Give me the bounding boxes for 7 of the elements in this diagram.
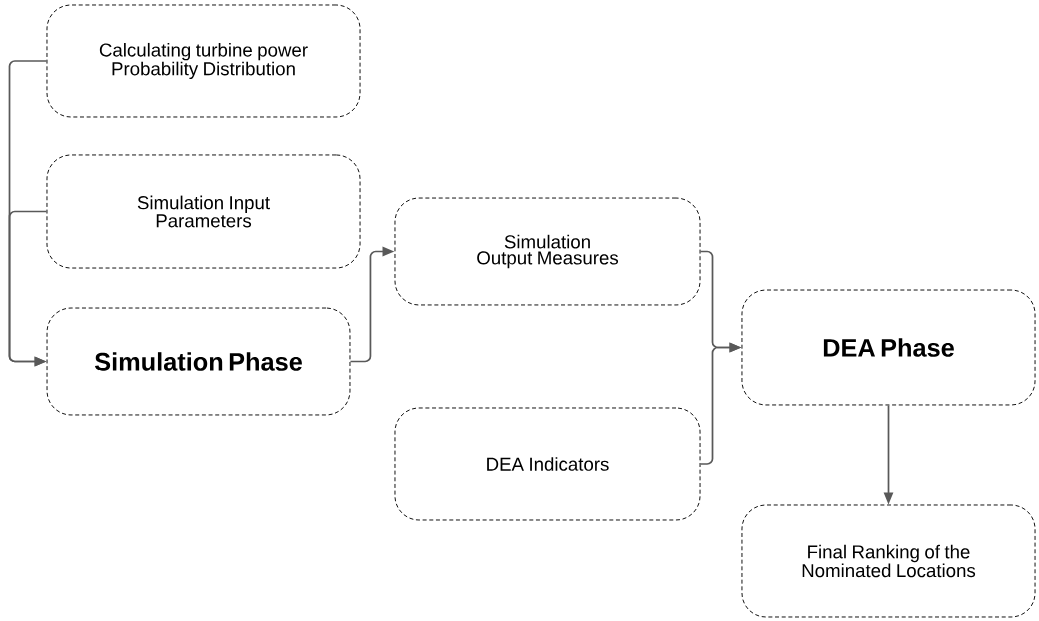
process-box: Calculating turbine power Probability Distribution bbox=[46, 4, 361, 118]
process-box: DEA Indicators bbox=[394, 407, 701, 521]
phase-box: Simulation Phase bbox=[46, 307, 351, 416]
phase-box: DEA Phase bbox=[741, 289, 1036, 406]
process-box: Simulation Output Measures bbox=[394, 197, 701, 306]
process-box: Final Ranking of the Nominated Locations bbox=[741, 504, 1036, 618]
process-box: Simulation Input Parameters bbox=[46, 154, 361, 269]
